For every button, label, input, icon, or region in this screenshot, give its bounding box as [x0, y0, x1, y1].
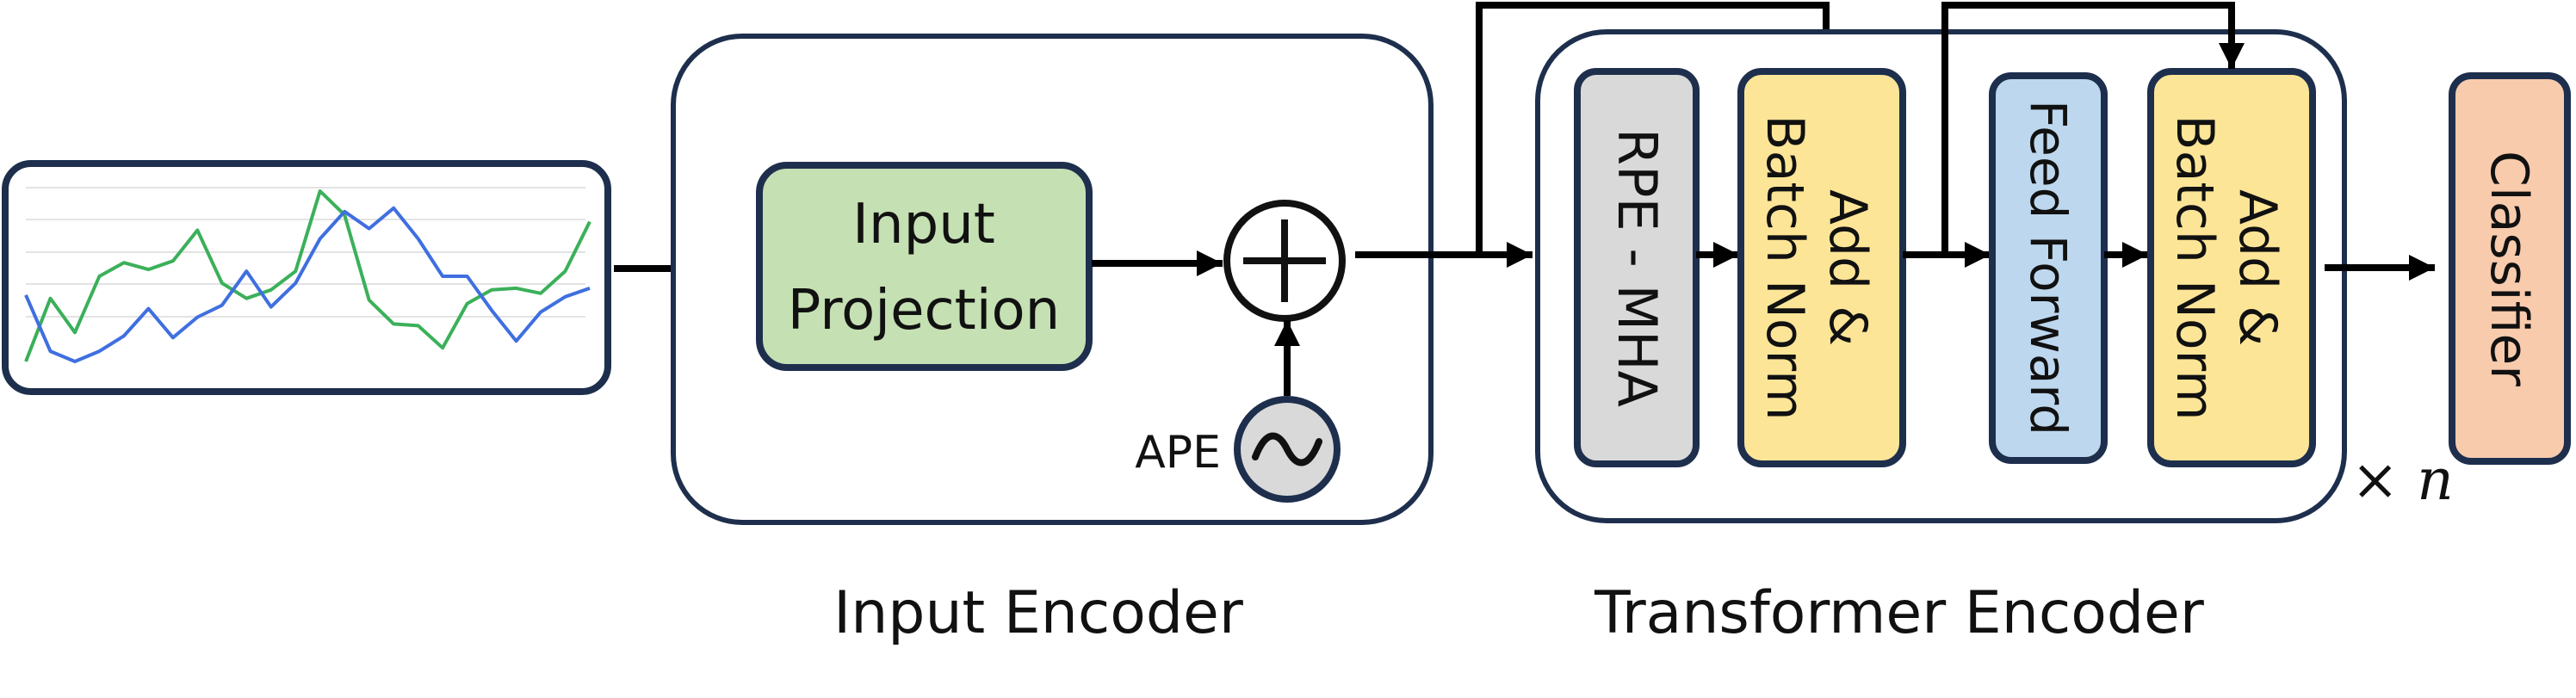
classifier-label: Classifier [2479, 151, 2539, 386]
input-encoder: Input Projection APE [671, 34, 1434, 525]
input-encoder-caption: Input Encoder [833, 579, 1243, 647]
feed-forward-label: Feed Forward [2019, 100, 2078, 435]
add-norm-block-2 [2147, 68, 2316, 467]
transformer-encoder-caption: Transformer Encoder [1594, 579, 2204, 647]
series-layer [24, 189, 591, 363]
add-norm-1-label-line2: Batch Norm [1755, 114, 1815, 420]
repeat-count-label: × n [2351, 447, 2454, 513]
time-series-thumbnail [2, 160, 611, 395]
add-norm-block-1 [1737, 68, 1906, 467]
add-norm-2-label-line2: Batch Norm [2164, 114, 2225, 420]
rpe-mha-block [1574, 68, 1700, 467]
rpe-mha-label: RPE - MHA [1606, 128, 1669, 407]
thumbnail-gridlines [26, 187, 585, 318]
add-norm-2-label-line1: Add & [2227, 189, 2288, 346]
input-projection-label-line1: Input [852, 193, 995, 256]
ape-label: APE [1135, 427, 1221, 479]
time-series-line-2 [24, 206, 591, 363]
feed-forward-block [1989, 72, 2108, 464]
add-norm-1-label-line1: Add & [1817, 189, 1878, 346]
classifier: Classifier [2449, 72, 2571, 465]
time-series-line-1 [24, 189, 591, 362]
residual-skip-connection-2 [1941, 2, 2245, 255]
transformer-encoder: RPE - MHA Add & Batch Norm Feed Forward … [1535, 29, 2454, 523]
sine-wave-icon [1252, 432, 1322, 466]
input-projection-block [756, 162, 1093, 371]
classifier-block [2449, 72, 2571, 465]
time-series-frame [2, 160, 611, 395]
input-projection-label-line2: Projection [788, 279, 1060, 343]
